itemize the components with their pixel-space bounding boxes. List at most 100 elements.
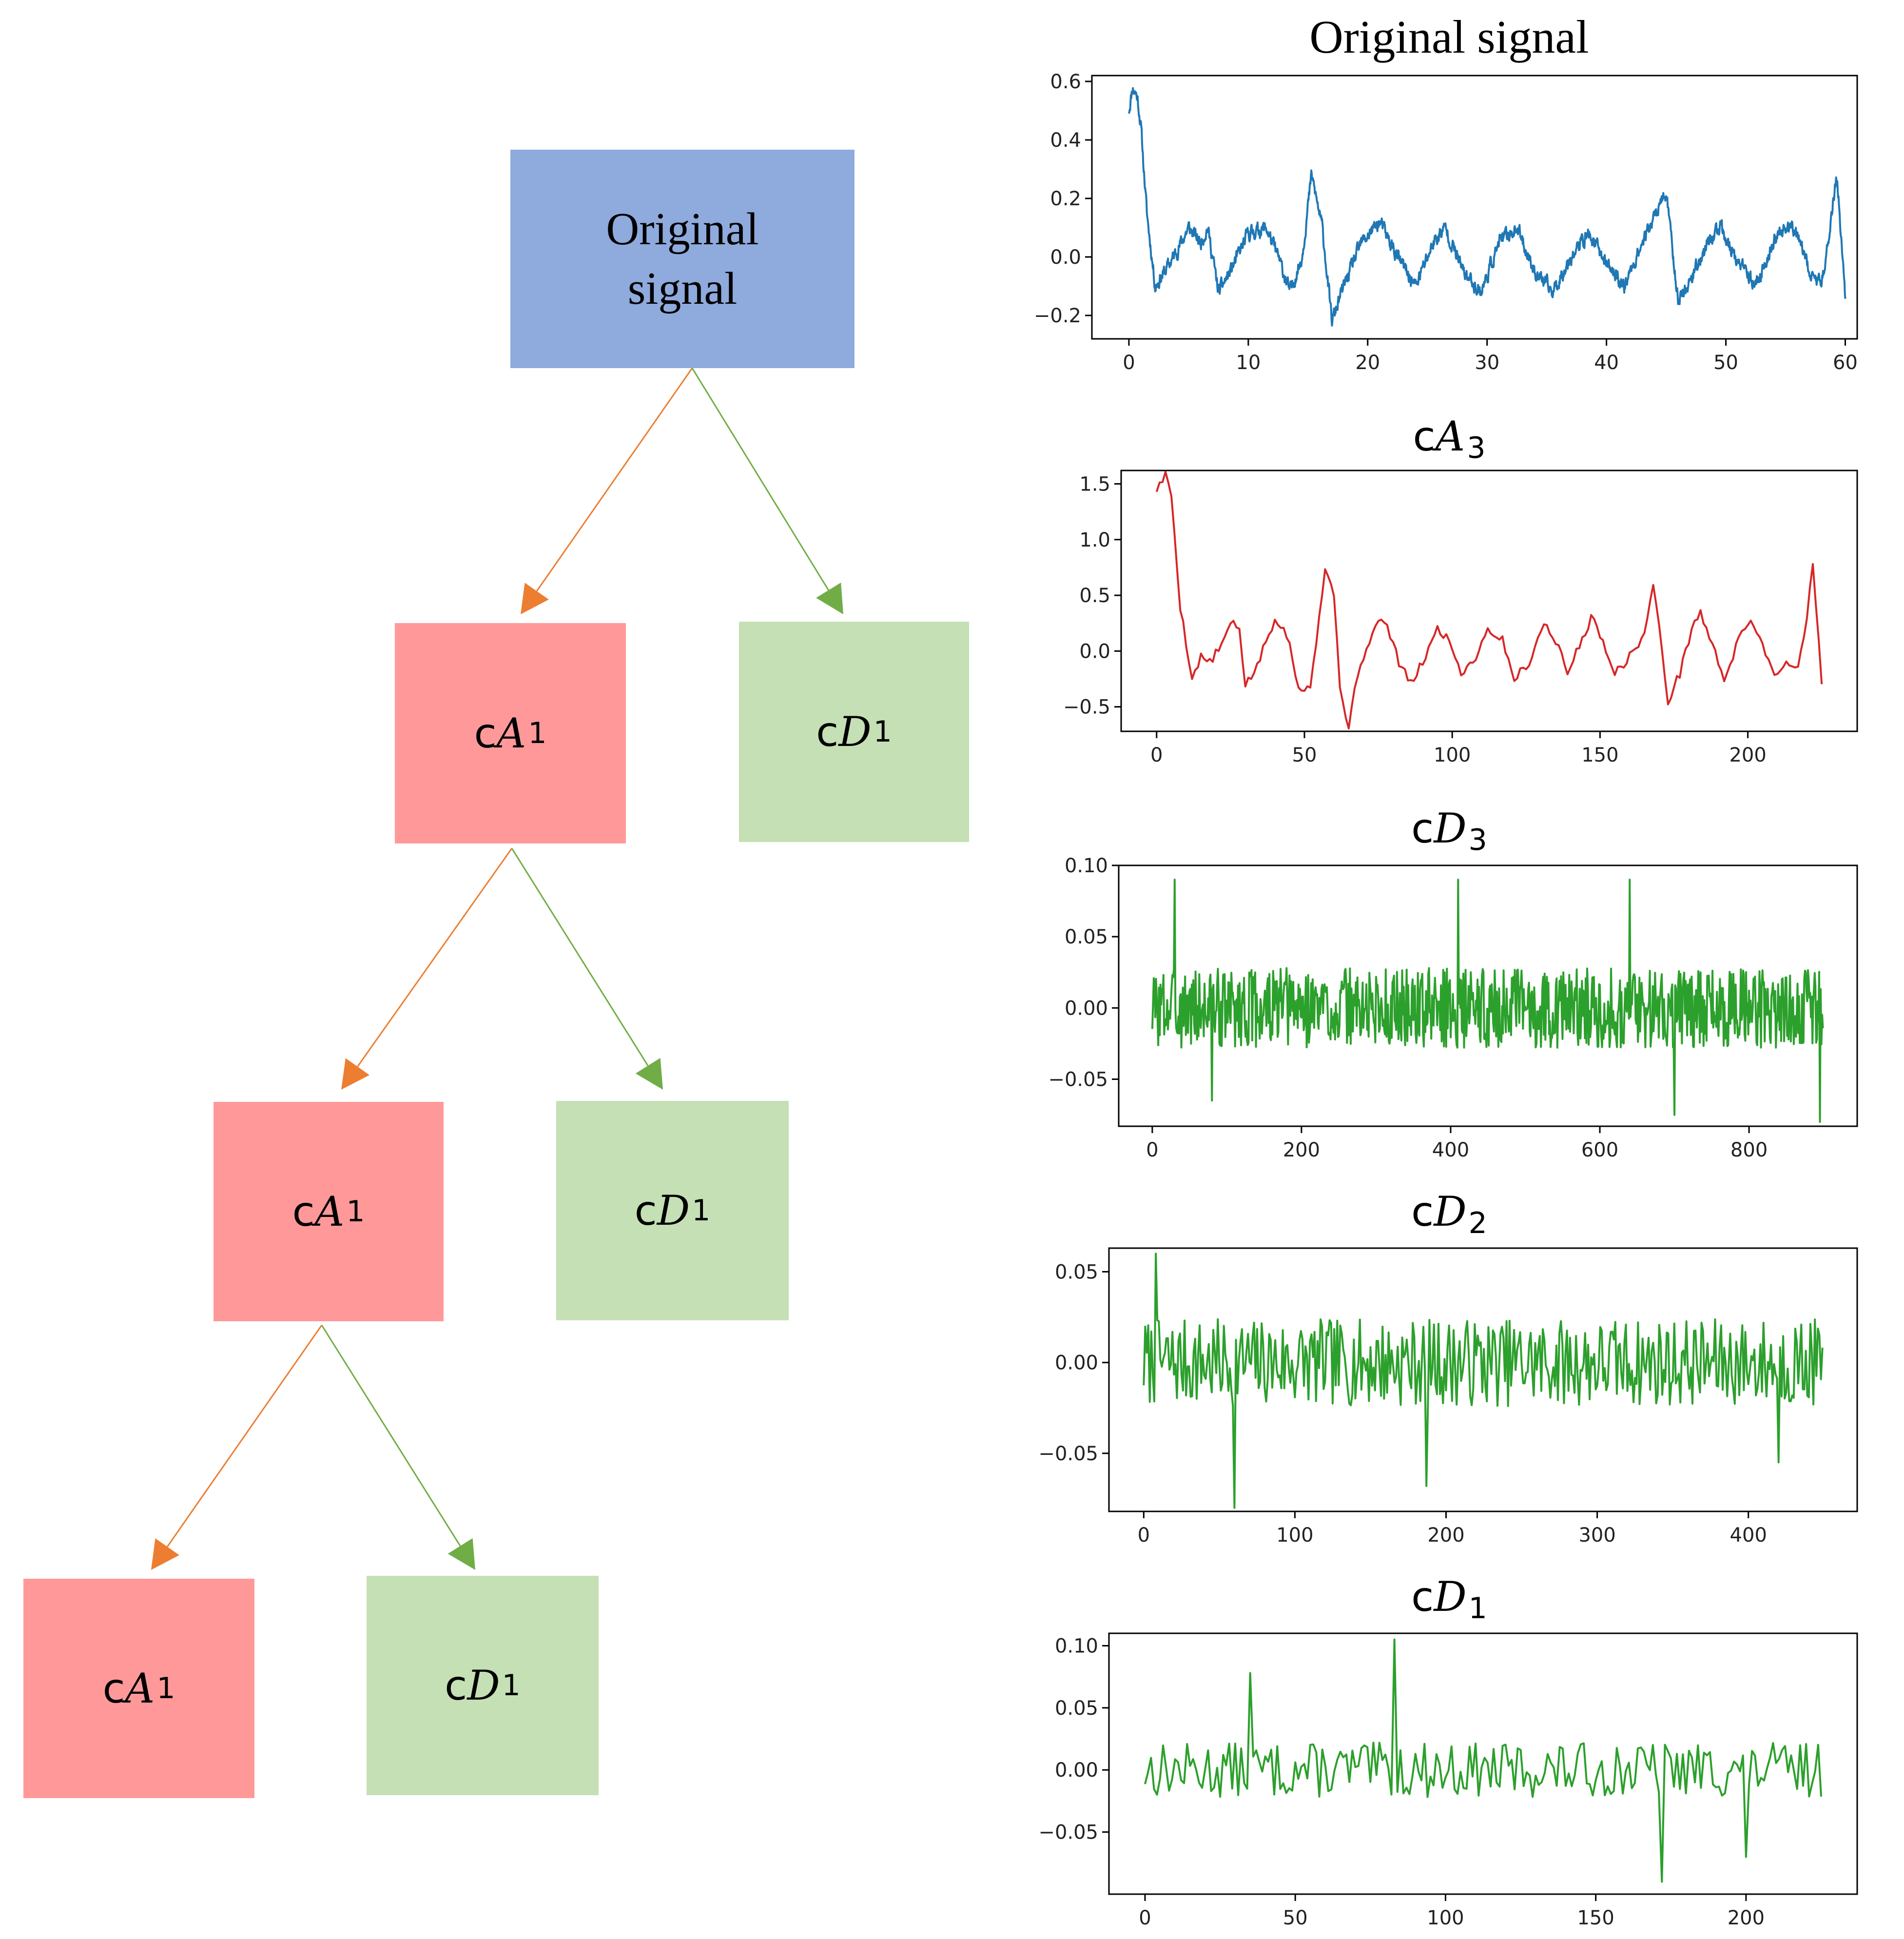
original-signal-node-label-line1: Original — [606, 203, 759, 255]
cd2-title: cD2 — [994, 1188, 1904, 1240]
level3-approx-prefix: c — [102, 1665, 125, 1712]
cd1-y-tick-label: 0.10 — [1055, 1635, 1098, 1657]
level3-detail-subscript: 1 — [502, 1668, 521, 1703]
cd1-x-tick-label: 0 — [1139, 1907, 1151, 1929]
original-signal-x-tick-label: 50 — [1713, 352, 1738, 374]
original-signal-node: Original signal — [510, 150, 855, 368]
cd1-title-subscript: 1 — [1468, 1591, 1487, 1626]
level3-approx-symbol: A — [125, 1665, 155, 1712]
original-signal-axes-frame — [1091, 75, 1858, 340]
cd1-y-tick-label: 0.00 — [1055, 1759, 1098, 1782]
arrow-level1-to-approx — [341, 848, 513, 1090]
original-signal-x-tick-label: 0 — [1123, 352, 1135, 374]
original-signal-title: Original signal — [1309, 11, 1589, 63]
cd2-x-tick-label: 400 — [1730, 1524, 1767, 1547]
original-signal-x-tick-label: 40 — [1594, 352, 1619, 374]
arrow-root-to-approx — [521, 368, 693, 614]
ca3-x-tick-label: 50 — [1292, 744, 1317, 766]
arrow-level2-to-approx — [151, 1325, 323, 1570]
cd3-y-tick-label: 0.10 — [1065, 855, 1108, 877]
cd1-x-tick-label: 200 — [1728, 1907, 1765, 1929]
ca3-y-tick-label: 0.0 — [1079, 640, 1110, 663]
original-signal-node-label-line2: signal — [627, 263, 738, 314]
cd1-series-line — [1144, 1638, 1822, 1883]
level1-approx-symbol: A — [496, 709, 526, 757]
cd2-y-tick-label: −0.05 — [1038, 1443, 1098, 1465]
level1-approx-subscript: 1 — [528, 716, 547, 750]
level1-detail-subscript: 1 — [873, 715, 892, 749]
level1-detail-symbol: D — [838, 708, 872, 756]
cd1-x-tick-label: 100 — [1427, 1907, 1464, 1929]
ca3-series-line — [1155, 470, 1823, 730]
original-signal-series-line — [1127, 87, 1846, 327]
cd2-series-line — [1143, 1253, 1824, 1509]
cd3-title-prefix: c — [1411, 804, 1434, 852]
original-signal-y-tick-label: −0.2 — [1034, 305, 1081, 327]
cd2-title-symbol: D — [1434, 1188, 1467, 1235]
original-signal-x-tick-label: 20 — [1355, 352, 1380, 374]
level2-approx-subscript: 1 — [346, 1195, 365, 1229]
level1-approx-prefix: c — [474, 709, 497, 757]
ca3-x-tick-label: 150 — [1581, 744, 1618, 766]
cd1-title-prefix: c — [1411, 1573, 1434, 1621]
cd2-x-tick-label: 100 — [1276, 1524, 1313, 1547]
level2-detail-symbol: D — [657, 1187, 690, 1234]
original-signal-y-tick-label: 0.4 — [1050, 129, 1081, 152]
ca3-y-tick-label: 1.5 — [1079, 473, 1110, 495]
level2-approx-prefix: c — [292, 1188, 315, 1235]
ca3-title: cA3 — [994, 412, 1904, 465]
arrow-root-to-detail — [691, 368, 843, 614]
cd3-x-tick-label: 600 — [1581, 1139, 1618, 1161]
ca3-x-tick-label: 0 — [1150, 744, 1163, 766]
cd3-series-line — [1151, 879, 1824, 1123]
original-signal-x-tick-label: 30 — [1475, 352, 1499, 374]
arrow-level1-to-detail — [511, 848, 663, 1090]
cd3-y-tick-label: 0.00 — [1065, 997, 1108, 1019]
cd3-x-tick-label: 200 — [1283, 1139, 1320, 1161]
ca3-axes-frame — [1120, 470, 1858, 732]
cd1-x-tick-label: 150 — [1577, 1907, 1614, 1929]
cd1-axes-frame — [1108, 1632, 1858, 1895]
cd2-y-tick-label: 0.05 — [1055, 1261, 1098, 1283]
ca3-y-tick-label: 1.0 — [1079, 529, 1110, 551]
cd1-title-symbol: D — [1434, 1573, 1467, 1621]
cd3-y-tick-label: −0.05 — [1048, 1069, 1108, 1091]
ca3-x-tick-label: 200 — [1729, 744, 1766, 766]
cd1-title: cD1 — [994, 1573, 1904, 1626]
cd3-title-symbol: D — [1434, 804, 1467, 852]
cd1-y-tick-label: −0.05 — [1038, 1821, 1098, 1844]
level1-detail-prefix: c — [816, 708, 839, 756]
cd3-x-tick-label: 400 — [1432, 1139, 1469, 1161]
original-signal-y-tick-label: 0.6 — [1050, 71, 1081, 93]
cd3-y-tick-label: 0.05 — [1065, 926, 1108, 948]
decomposition-tree-arrows — [151, 368, 843, 1570]
level3-detail-prefix: c — [445, 1662, 467, 1709]
ca3-title-prefix: c — [1413, 412, 1436, 460]
cd2-x-tick-label: 300 — [1578, 1524, 1615, 1547]
original-signal-x-tick-label: 60 — [1833, 352, 1858, 374]
original-signal-y-tick-label: 0.0 — [1050, 246, 1081, 269]
cd3-axes-frame — [1118, 864, 1858, 1127]
ca3-y-tick-label: −0.5 — [1063, 696, 1110, 719]
cd2-title-subscript: 2 — [1468, 1206, 1487, 1240]
cd1-y-tick-label: 0.05 — [1055, 1697, 1098, 1720]
level2-detail-prefix: c — [634, 1187, 657, 1234]
original-signal-x-tick-label: 10 — [1236, 352, 1261, 374]
ca3-x-tick-label: 100 — [1434, 744, 1471, 766]
level2-detail-subscript: 1 — [692, 1194, 711, 1228]
cd3-title-subscript: 3 — [1468, 823, 1487, 857]
